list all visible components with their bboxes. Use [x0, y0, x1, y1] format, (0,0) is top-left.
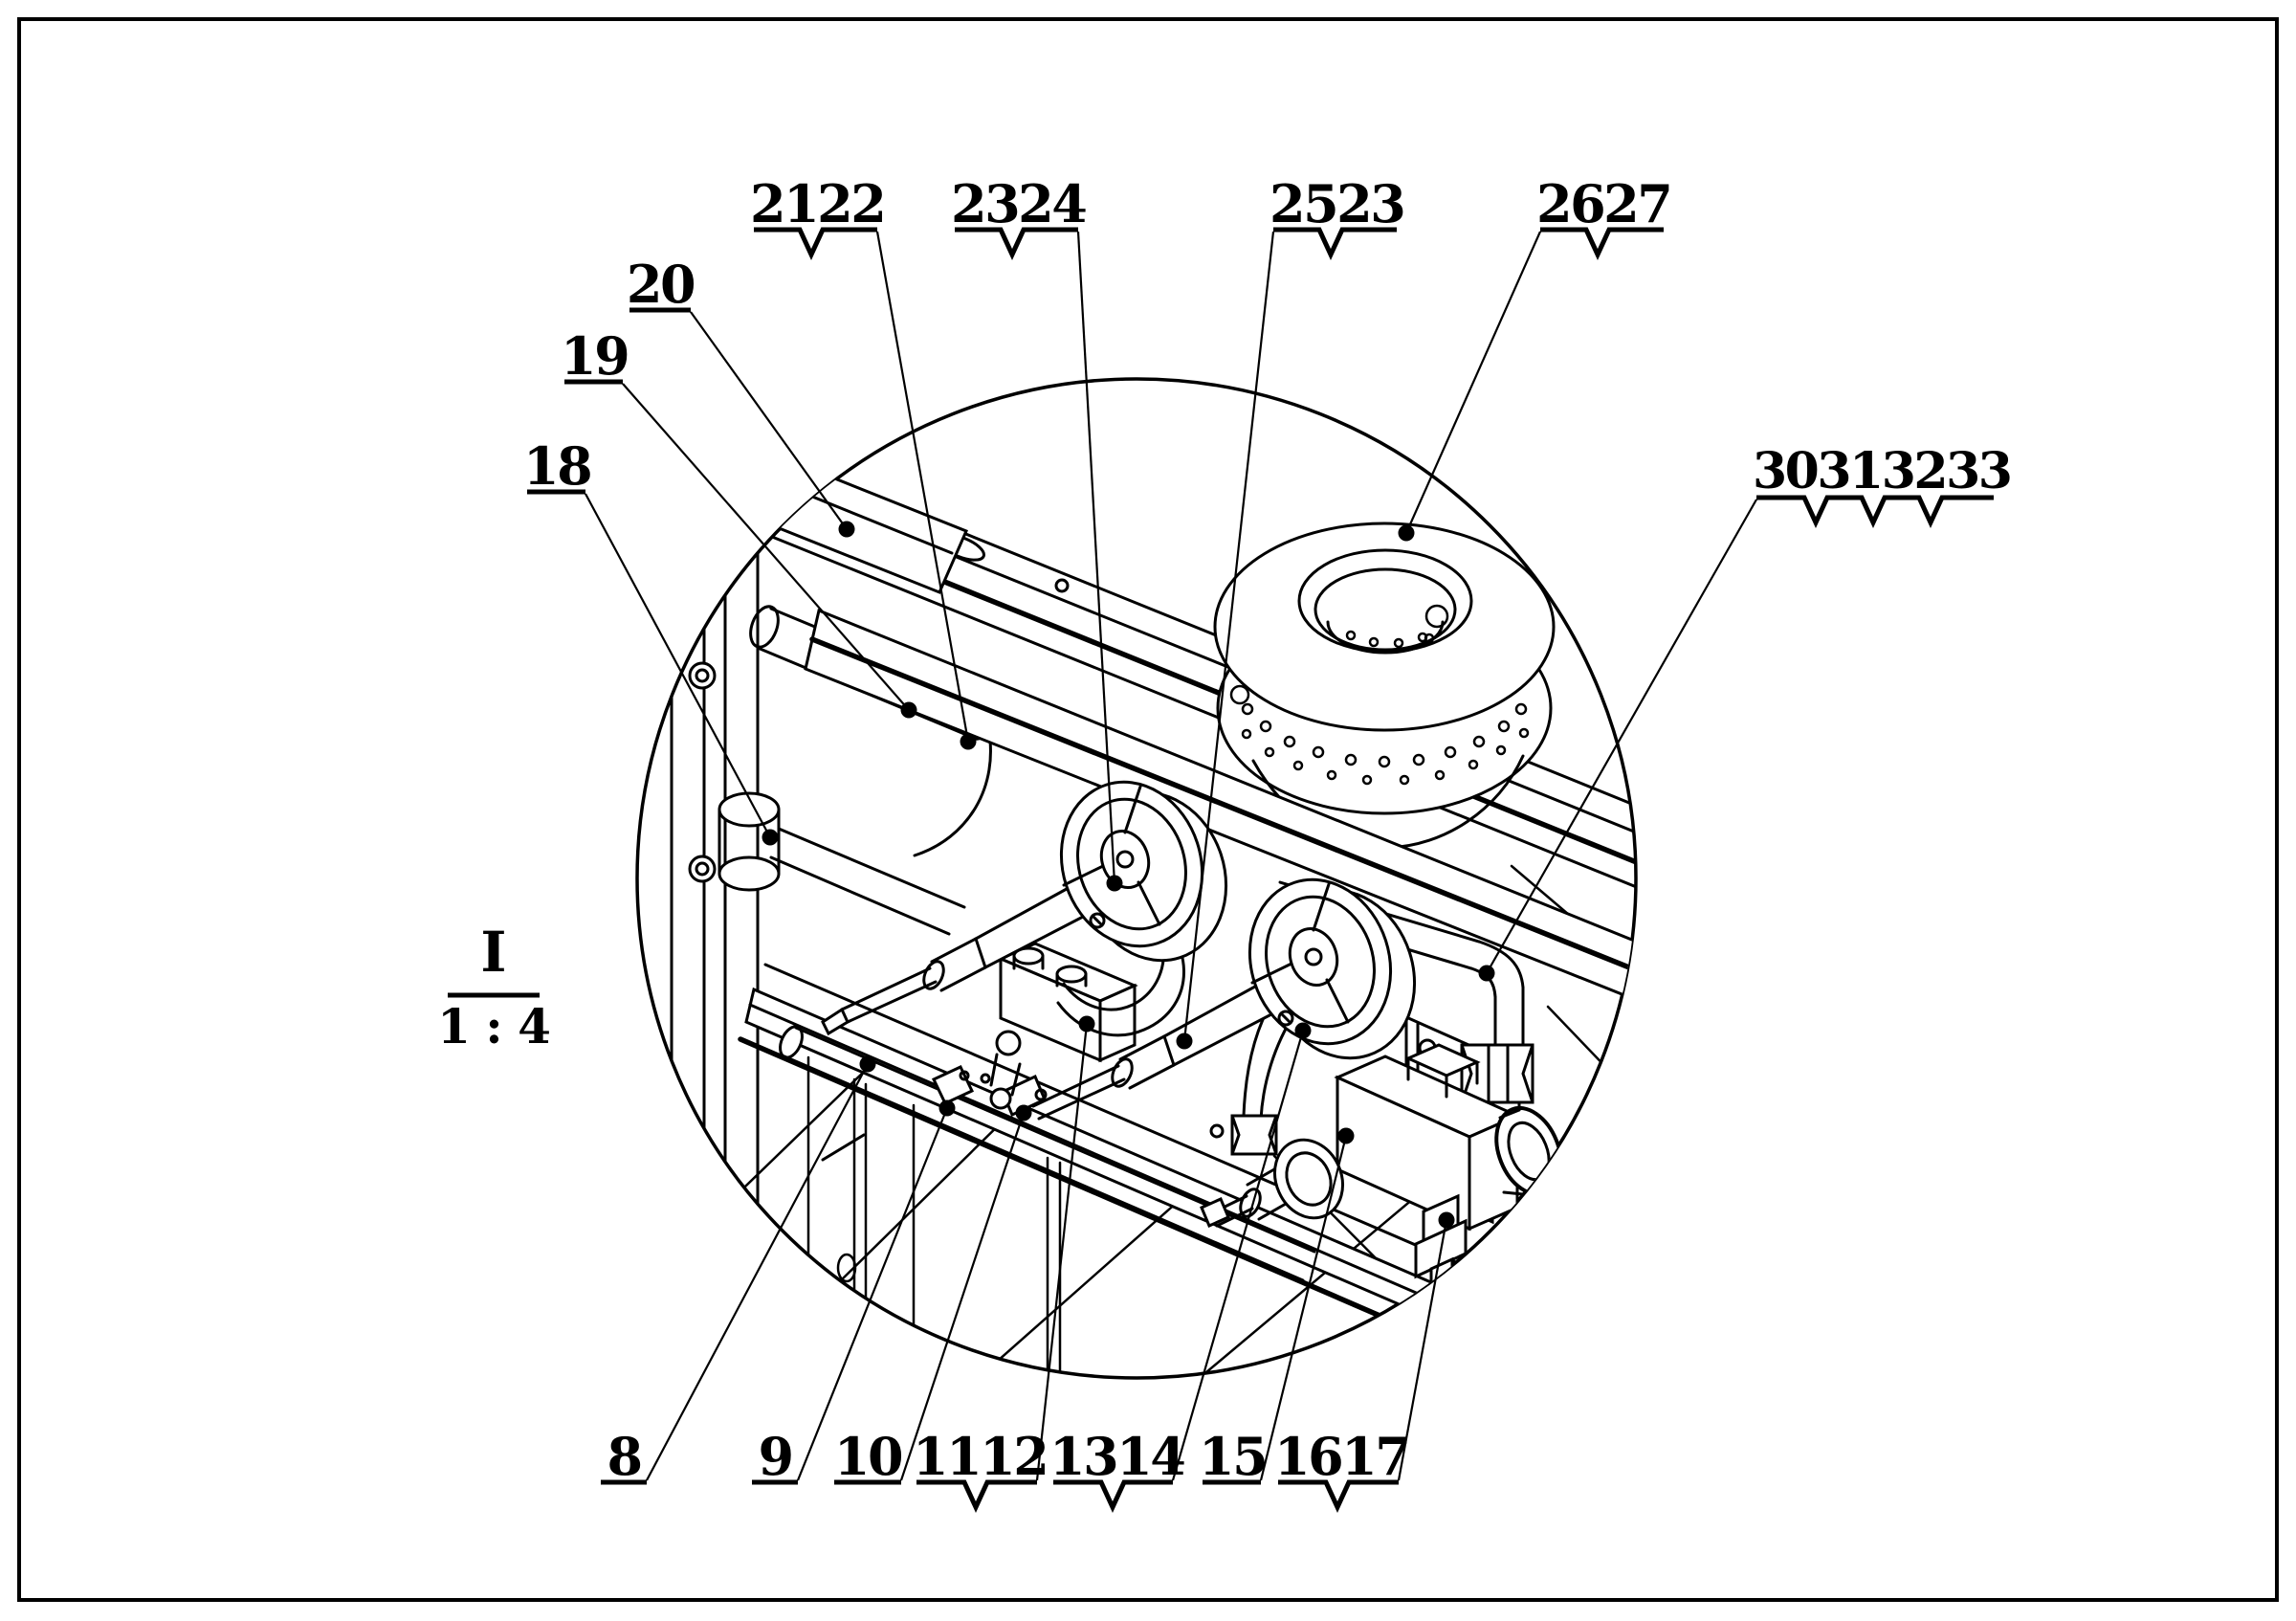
flame-port-holes: [1229, 684, 1530, 786]
part-label-18: 18: [523, 435, 593, 497]
part-label-9: 9: [758, 1426, 794, 1487]
valve-block: [980, 942, 1138, 1110]
part-label-21-22: 2122: [750, 173, 887, 234]
label-underlines: [448, 227, 1994, 1513]
burner-ring: [1213, 522, 1556, 850]
part-label-16-17: 1617: [1274, 1426, 1411, 1487]
burner-shelf: [804, 608, 1636, 1004]
mixer-1: [821, 780, 1228, 1037]
part-label-8: 8: [607, 1426, 643, 1487]
part-label-23-24: 2324: [951, 173, 1088, 234]
part-label-13-14: 1314: [1049, 1426, 1186, 1487]
part-label-11-12: 1112: [913, 1426, 1049, 1487]
leader-dots: [762, 521, 1495, 1229]
leader-lines: [585, 231, 1757, 1481]
detail-view-id: I: [480, 920, 507, 985]
part-label-15: 15: [1199, 1426, 1269, 1487]
elbow-fitting: [718, 791, 966, 936]
part-label-20: 20: [626, 254, 696, 315]
part-label-25-23: 2523: [1269, 173, 1406, 234]
part-label-19: 19: [561, 325, 630, 387]
part-label-30-31-32-33: 30313233: [1753, 442, 2013, 500]
mixer-2: [1031, 877, 1417, 1156]
assembly-linework: [637, 398, 1636, 1378]
page-border: [17, 17, 2279, 1602]
part-label-10: 10: [833, 1426, 904, 1487]
part-label-26-27: 2627: [1536, 173, 1673, 234]
detail-view-scale: 1 : 4: [437, 998, 551, 1055]
manifold-pipe: [779, 1025, 1316, 1282]
